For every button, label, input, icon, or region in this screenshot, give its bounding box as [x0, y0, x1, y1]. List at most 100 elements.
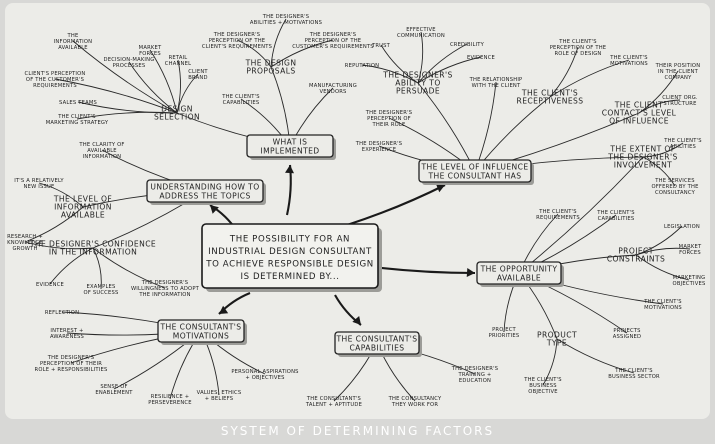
leaf-new-issue-line: new issue	[24, 184, 55, 190]
leaf-project-priorities-line: Project	[492, 327, 516, 333]
leaf-examples-success-line: Examples	[86, 284, 115, 290]
leaf-abilities-motivations: The designer'sabilities + motivations	[250, 14, 322, 26]
leaf-reputation: Reputation	[345, 63, 379, 69]
leaf-perception-role-line: perception of	[367, 116, 411, 122]
leaf-research-knowledge-line: Research +	[7, 234, 43, 240]
central-statement-line: industrial design consultant	[208, 247, 372, 257]
leaf-abilities-motivations-line: abilities + motivations	[250, 20, 322, 26]
leaf-projects-assigned: Projectsassigned	[613, 328, 641, 340]
leaf-talent-aptitude-line: The consultant's	[306, 396, 361, 402]
leaf-market-forces-2-line: Market	[679, 244, 702, 250]
leaf-trust-line: Trust	[371, 43, 391, 49]
diagram-caption: System of determining factors	[220, 424, 495, 438]
leaf-effective-communication: Effectivecommunication	[397, 27, 445, 39]
leaf-trust: Trust	[371, 43, 391, 49]
leaf-client-business-sector: The client'sbusiness sector	[608, 368, 660, 380]
leaf-position-company-line: in the client	[658, 69, 699, 75]
connector-opportunity-to-designer-involvement	[518, 156, 644, 274]
leaf-client-perception-req-line: Client's perception	[25, 71, 86, 77]
arrow-main-to-influence	[346, 184, 446, 226]
leaf-training-education-line: The designer's	[451, 366, 498, 372]
subhub-ability-persuade: The designer'sability topersuade	[382, 71, 452, 96]
leaf-values-ethics: Values, ethics+ beliefs	[197, 390, 241, 402]
connector-contact-influence-to-client-org	[638, 99, 681, 114]
leaf-client-motivations-top-line: The client's	[609, 55, 647, 61]
leaf-evidence-top-line: Evidence	[467, 55, 495, 61]
leaf-client-org-line: Client org.	[662, 95, 698, 101]
connector-design-selection-to-client-perception-req	[54, 78, 178, 114]
leaf-credibility: Credibility	[450, 42, 485, 48]
central-statement-line: The possibility for an	[229, 234, 350, 244]
leaf-designer-perception-customer-line: The designer's	[309, 32, 356, 38]
leaf-perception-responsibilities: The designer'sperception of theirrole + …	[35, 355, 108, 373]
hub-motivations: The consultant'smotivations	[157, 319, 247, 345]
leaf-client-requirements-line: requirements	[536, 215, 580, 221]
leaf-info-available-line: available	[58, 45, 88, 51]
arrowhead-capabilities	[352, 316, 361, 325]
connector-designer-involvement-to-services-offered	[642, 156, 676, 187]
leaf-perception-responsibilities-line: The designer's	[47, 355, 94, 361]
subhub-contact-influence-line: of influence	[609, 117, 669, 126]
leaf-client-business-sector-line: business sector	[608, 374, 660, 380]
leaf-designer-experience-line: The designer's	[355, 141, 402, 147]
leaf-client-requirements-line: The client's	[538, 209, 576, 215]
leaf-client-motivations-2-line: The client's	[643, 299, 681, 305]
subhub-ability-persuade-line: persuade	[396, 87, 440, 96]
leaf-personal-aspirations-line: Personal aspirations	[231, 369, 298, 375]
leaf-new-issue: It's a relativelynew issue	[14, 178, 64, 190]
subhub-level-information: The level ofinformationavailable	[53, 195, 112, 220]
connector-influence-to-relationship	[474, 81, 497, 172]
leaf-training-education: The designer'straining +education	[451, 366, 498, 384]
leaf-client-brand-line: brand	[188, 75, 207, 81]
leaf-project-priorities-line: priorities	[489, 333, 520, 339]
subhub-level-information-line: The level of	[53, 195, 112, 204]
leaf-designer-perception-customer-line: perception of the	[305, 38, 362, 44]
leaf-retail-channel-line: channel	[165, 61, 191, 67]
leaf-market-forces-line: Market	[139, 45, 162, 51]
leaf-willingness-adopt-line: willingness to adopt	[131, 286, 200, 292]
leaf-position-company-line: company	[665, 75, 693, 81]
leaf-training-education-line: training +	[458, 372, 492, 378]
subhub-ability-persuade-line: The designer's	[382, 71, 452, 80]
nodes: The possibility for an industrial design …	[7, 14, 705, 408]
subhub-design-selection: Designselection	[154, 105, 200, 122]
leaf-personal-aspirations: Personal aspirations+ objectives	[231, 369, 298, 381]
leaf-personal-aspirations-line: + objectives	[245, 375, 284, 381]
connector-ability-persuade-to-trust	[380, 44, 419, 84]
leaf-sense-enablement-line: Sense of	[100, 384, 127, 390]
leaf-new-issue-line: It's a relatively	[14, 178, 64, 184]
leaf-client-business-objective: The client'sbusinessobjective	[523, 377, 561, 395]
leaf-info-available-line: information	[54, 39, 93, 45]
leaf-research-knowledge-line: knowledge	[7, 240, 43, 246]
hub-motivations-line: motivations	[173, 331, 229, 340]
arrowhead-understanding	[210, 205, 219, 214]
leaf-credibility-line: Credibility	[450, 42, 485, 48]
leaf-client-capabilities-line: The client's	[221, 94, 259, 100]
hub-opportunity-line: The opportunity	[480, 264, 558, 273]
subhub-product-type-line: type	[546, 339, 567, 348]
leaf-client-capabilities-2-line: capabilities	[598, 216, 635, 222]
leaf-willingness-adopt-line: The designer's	[141, 280, 188, 286]
leaf-retail-channel-line: Retail	[169, 55, 188, 61]
leaf-willingness-adopt-line: the information	[138, 292, 190, 298]
hub-understanding: Understanding how toaddress the topics	[146, 179, 266, 205]
leaf-marketing-strategy-line: The client's	[57, 114, 95, 120]
leaf-clarity-info: The clarity ofavailableinformation	[78, 142, 124, 160]
leaf-evidence-top: Evidence	[467, 55, 495, 61]
central-statement-line: to achieve responsible design	[205, 259, 374, 269]
leaf-client-perception-req-line: of the customer's	[26, 77, 84, 83]
leaf-services-offered-line: The services	[654, 178, 695, 184]
leaf-examples-success: Examplesof success	[84, 284, 119, 296]
leaf-sense-enablement: Sense ofenablement	[95, 384, 133, 396]
hub-influence-box	[418, 159, 532, 183]
subhub-level-information-line: available	[61, 211, 105, 220]
subhub-level-information-line: information	[54, 203, 112, 212]
subhub-designer-involvement-line: the designer's	[607, 153, 677, 162]
connector-design-selection-to-sales-teams	[77, 101, 178, 114]
leaf-evidence-left-line: Evidence	[36, 282, 64, 288]
leaf-reputation-line: Reputation	[345, 63, 379, 69]
leaf-info-available: Theinformationavailable	[54, 33, 93, 51]
connector-design-proposals-to-designer-perception-client	[236, 39, 272, 68]
leaf-perception-role: The designer'sperception oftheir role	[365, 110, 412, 128]
connector-ability-persuade-to-effective-communication	[417, 31, 424, 84]
